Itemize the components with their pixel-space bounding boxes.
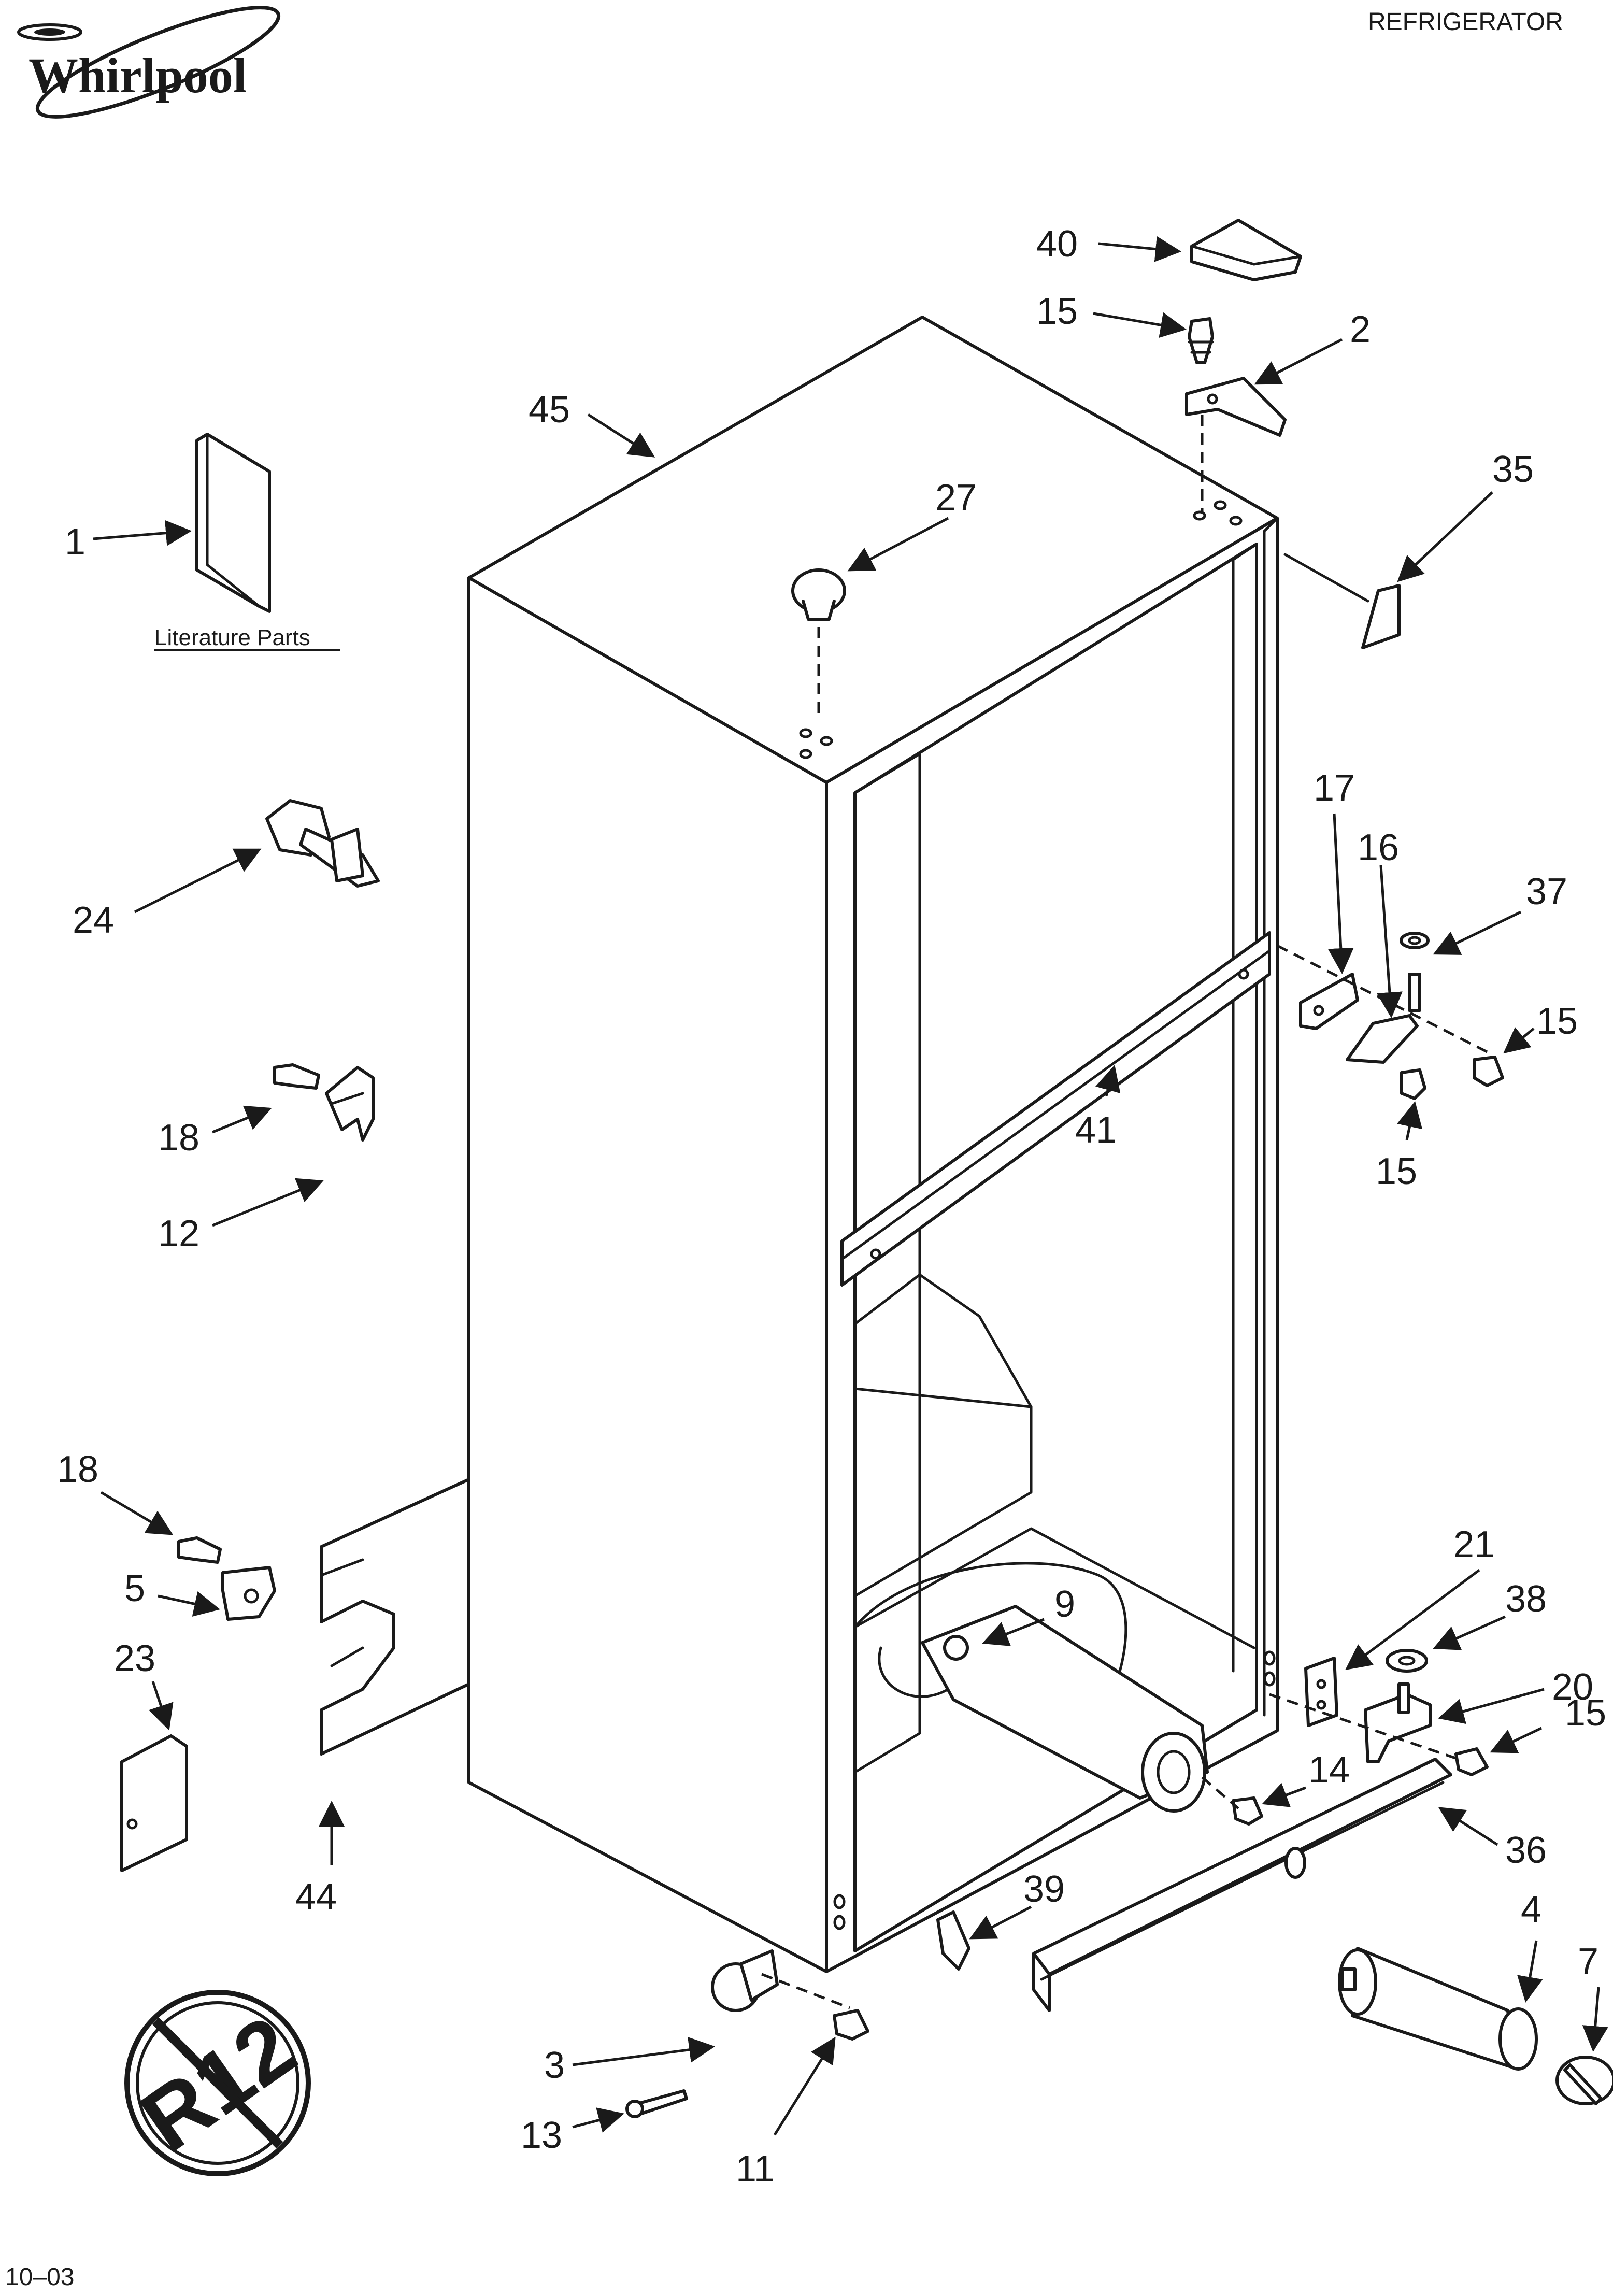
callout-37: 37 <box>1526 871 1567 912</box>
screw-upper-left <box>273 1063 320 1090</box>
washer-middle <box>1400 932 1430 949</box>
callout-1: 1 <box>65 521 85 563</box>
screw-hinge-b <box>1473 1056 1504 1087</box>
callout-7: 7 <box>1578 1941 1598 1983</box>
callout-4: 4 <box>1521 1889 1541 1931</box>
middle-hinge <box>1346 973 1421 1064</box>
filter-clip <box>936 1910 970 1971</box>
callout-38: 38 <box>1505 1578 1547 1620</box>
water-filter <box>1338 1947 1538 2071</box>
screw-hinge-a <box>1400 1068 1426 1100</box>
callout-13: 13 <box>521 2115 562 2156</box>
no-r12-badge: R12 <box>124 1990 312 2176</box>
callout-35: 35 <box>1492 449 1534 490</box>
callout-15-top: 15 <box>1036 291 1078 332</box>
cover-panel <box>120 1734 188 1872</box>
callout-24: 24 <box>73 900 114 941</box>
screw-top <box>1188 317 1214 364</box>
callout-16: 16 <box>1358 827 1399 868</box>
callout-3: 3 <box>544 2045 565 2086</box>
filter-cap <box>1555 2056 1613 2105</box>
top-hinge <box>1185 377 1287 513</box>
callout-36: 36 <box>1505 1830 1547 1871</box>
callout-15-mid: 15 <box>1376 1151 1417 1192</box>
trim-cap <box>1190 219 1302 281</box>
leveler-bracket <box>711 1949 779 2012</box>
divider-rail <box>840 931 1271 1287</box>
literature-booklet <box>195 433 271 613</box>
clip-bracket <box>221 1566 276 1621</box>
brand-name: Whirlpool <box>28 48 247 103</box>
plug-button <box>791 568 846 718</box>
callout-39: 39 <box>1023 1869 1065 1910</box>
pin <box>625 2089 688 2118</box>
callout-14: 14 <box>1308 1749 1350 1791</box>
callout-12: 12 <box>158 1213 199 1254</box>
callout-18-upper: 18 <box>158 1117 199 1159</box>
callout-15-lower: 15 <box>1565 1692 1606 1734</box>
callout-2: 2 <box>1350 309 1371 350</box>
callout-27: 27 <box>935 477 977 519</box>
door-stop <box>265 799 380 888</box>
callout-20: 20 <box>1552 1666 1593 1708</box>
date-code: 10–03 <box>5 2263 74 2291</box>
callout-11: 11 <box>736 2148 775 2190</box>
callout-18-lower: 18 <box>57 1449 98 1490</box>
wire-channel <box>320 1478 470 1756</box>
callout-17: 17 <box>1314 767 1355 809</box>
screw-bottom <box>833 2009 869 2041</box>
screw-lower-hinge <box>1454 1747 1489 1776</box>
callout-41: 41 <box>1075 1109 1117 1151</box>
callout-21: 21 <box>1453 1524 1495 1565</box>
screw-filter-housing <box>1232 1796 1263 1826</box>
callout-9: 9 <box>1054 1584 1075 1625</box>
screw-lower-left <box>177 1536 222 1564</box>
lower-hinge <box>1364 1682 1432 1763</box>
leader-lines <box>93 236 1608 2136</box>
callout-45: 45 <box>529 389 570 431</box>
literature-parts-label: Literature Parts <box>154 625 310 650</box>
bracket-upper-left <box>325 1066 375 1142</box>
callout-15-right: 15 <box>1536 1001 1578 1042</box>
water-filter-housing <box>853 1562 1209 1813</box>
callout-5: 5 <box>124 1568 145 1609</box>
callout-40: 40 <box>1036 223 1078 265</box>
callout-23: 23 <box>114 1638 155 1679</box>
whirlpool-logo: Whirlpool <box>17 6 281 119</box>
hinge-cover <box>1283 553 1401 649</box>
middle-hinge-bracket <box>1299 973 1359 1030</box>
washer-lower <box>1386 1649 1428 1673</box>
callouts: 40 15 2 45 35 27 1 17 16 37 15 15 24 41 … <box>57 223 1606 2190</box>
page-title: REFRIGERATOR <box>1368 8 1563 36</box>
filter-assembly-rail <box>1032 1758 1452 2012</box>
callout-44: 44 <box>295 1876 337 1918</box>
